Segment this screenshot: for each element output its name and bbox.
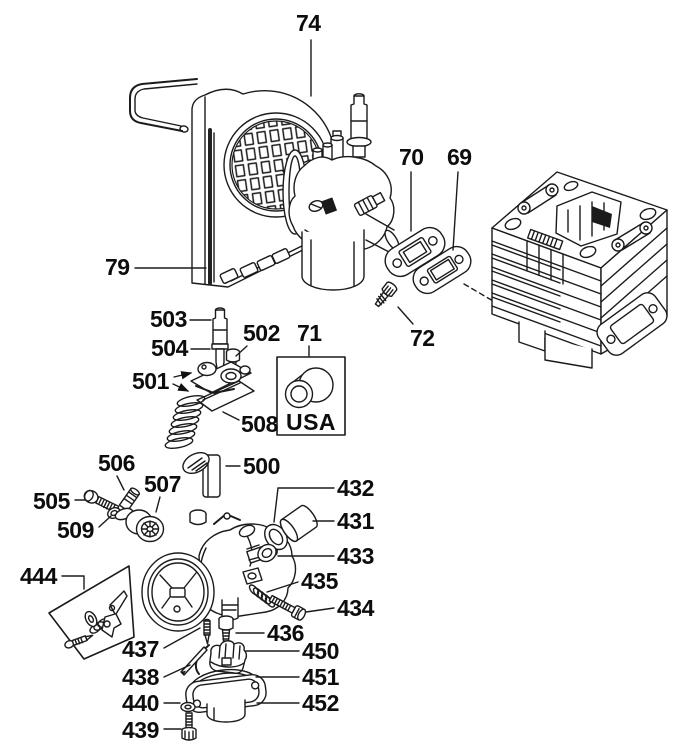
part-label-452: 452 — [302, 690, 339, 716]
exhaust-flange — [596, 292, 668, 356]
part-label-440: 440 — [122, 690, 159, 716]
mount-screw-72 — [374, 281, 398, 308]
repair-kit-444 — [48, 565, 135, 660]
screw-436 — [218, 615, 234, 642]
needle-pin-437 — [203, 618, 211, 645]
part-label-439: 439 — [122, 717, 159, 743]
part-label-503: 503 — [150, 306, 187, 332]
part-label-444: 444 — [20, 563, 57, 589]
part-label-509: 509 — [57, 517, 94, 543]
bowl-screw-439 — [181, 712, 197, 741]
long-screw-434 — [268, 594, 307, 621]
plate-508 — [196, 380, 255, 412]
washer-440 — [180, 701, 196, 713]
seal-ring-433 — [246, 543, 277, 563]
part-label-436: 436 — [267, 620, 304, 646]
part-label-438: 438 — [122, 664, 159, 690]
vent-slots — [219, 248, 291, 284]
part-label-508: 508 — [241, 411, 278, 437]
part-label-71: 71 — [297, 320, 322, 346]
link-rod-438 — [180, 644, 210, 676]
part-label-500: 500 — [243, 453, 280, 479]
part-label-507: 507 — [144, 471, 181, 497]
cylinder — [491, 171, 668, 369]
float-bowl-452 — [185, 674, 267, 723]
part-label-72: 72 — [410, 325, 435, 351]
part-label-435: 435 — [301, 568, 338, 594]
part-label-451: 451 — [302, 664, 339, 690]
part-label-434: 434 — [337, 595, 374, 621]
part-label-79: 79 — [105, 254, 130, 280]
part-label-431: 431 — [337, 508, 374, 534]
part-label-506: 506 — [98, 450, 135, 476]
part-label-450: 450 — [302, 638, 339, 664]
part-label-501: 501 — [132, 368, 169, 394]
part-label-70: 70 — [399, 144, 424, 170]
slide-spring — [164, 395, 206, 449]
part-label-432: 432 — [337, 475, 374, 501]
inset-box-71 — [276, 356, 346, 436]
leader-lines — [61, 39, 459, 730]
part-label-505: 505 — [33, 488, 70, 514]
inset-usa-caption: USA — [285, 409, 337, 435]
part-label-433: 433 — [337, 543, 374, 569]
spring-435 — [248, 584, 276, 608]
part-label-437: 437 — [122, 636, 159, 662]
pump-body-507 — [125, 509, 165, 543]
throttle-slide-500 — [182, 451, 221, 498]
part-label-504: 504 — [151, 335, 188, 361]
bushing-71 — [284, 367, 334, 409]
intake-gasket — [412, 245, 472, 295]
part-label-69: 69 — [447, 144, 472, 170]
alignment-dashed-line — [463, 283, 501, 306]
metering-assembly-501 — [190, 361, 252, 394]
carburetor-assembly — [282, 93, 400, 291]
part-label-502: 502 — [243, 320, 280, 346]
head-bolt-straps — [517, 183, 653, 252]
sleeve-431 — [279, 504, 318, 543]
float-450 — [209, 640, 248, 674]
part-label-74: 74 — [296, 10, 321, 36]
